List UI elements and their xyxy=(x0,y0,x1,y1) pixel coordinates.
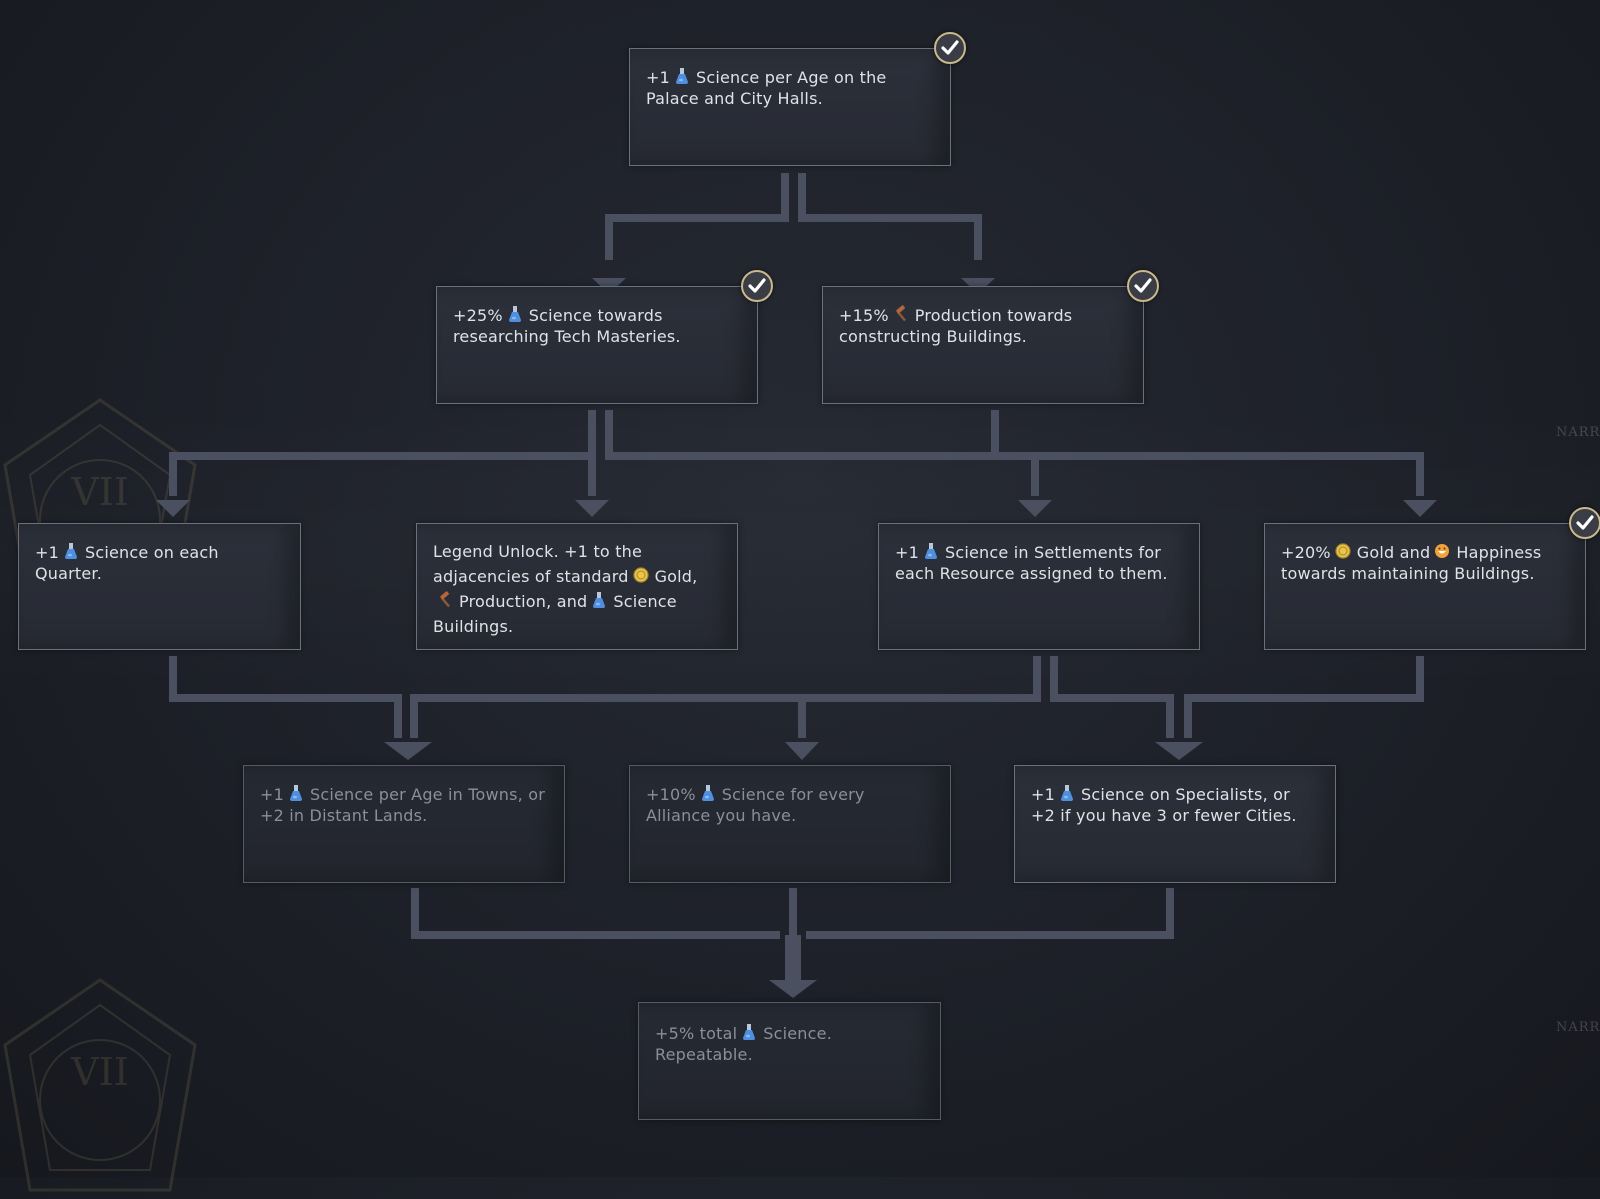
science-icon xyxy=(593,592,606,608)
node-text: Science Buildings. xyxy=(433,592,677,636)
node-text: Science per Age in Towns, or +2 in Dista… xyxy=(260,785,546,825)
svg-text:VII: VII xyxy=(70,470,128,514)
connector-t4c xyxy=(806,888,1174,939)
science-icon xyxy=(290,785,302,801)
completed-check-icon xyxy=(1127,270,1159,302)
science-icon xyxy=(65,543,77,559)
arrowhead xyxy=(769,980,817,998)
connector-t4a xyxy=(411,888,780,939)
completed-check-icon xyxy=(741,270,773,302)
node-text: Science. Repeatable. xyxy=(655,1024,832,1064)
production-icon xyxy=(896,305,906,322)
completed-check-icon xyxy=(1569,507,1600,539)
node-text: +1 xyxy=(260,785,284,804)
watermark-label-top: NARRA xyxy=(1556,425,1600,440)
science-icon xyxy=(925,543,937,559)
science-icon xyxy=(508,306,521,322)
connector-root-left xyxy=(605,173,789,260)
node-tier2-production[interactable]: +15%Production towards constructing Buil… xyxy=(822,270,1159,404)
watermark-label-bottom: NARRA xyxy=(1556,1020,1600,1035)
science-icon xyxy=(676,68,688,84)
node-text: Science on Specialists, or +2 if you hav… xyxy=(1031,785,1297,825)
node-text: +15% xyxy=(839,306,889,325)
science-icon xyxy=(701,785,714,801)
connector-t2a-right xyxy=(605,410,1424,496)
arrowhead xyxy=(156,500,190,517)
node-text: +25% xyxy=(453,306,503,325)
gold-icon xyxy=(632,567,649,583)
node-text: +5% total xyxy=(655,1024,738,1043)
node-tier2-science[interactable]: +25%Science towards researching Tech Mas… xyxy=(436,270,773,404)
svg-text:VII: VII xyxy=(70,1050,128,1094)
arrowhead xyxy=(1403,500,1437,517)
node-text: +1 xyxy=(35,543,59,562)
connector-t3a xyxy=(169,656,402,738)
node-tier4-alliance[interactable]: +10%Science for every Alliance you have. xyxy=(629,765,951,883)
gold-icon xyxy=(1335,543,1351,559)
node-text: Gold and xyxy=(1356,543,1431,562)
node-tier3-legend[interactable]: Legend Unlock. +1 to the adjacencies of … xyxy=(416,523,738,650)
node-text: Science in Settlements for each Resource… xyxy=(895,543,1168,583)
node-text: Science for every Alliance you have. xyxy=(646,785,865,825)
arrowhead xyxy=(1155,742,1203,760)
connector-t3d xyxy=(1184,656,1424,738)
node-text: +1 xyxy=(646,68,670,87)
science-icon xyxy=(1061,785,1073,801)
science-icon xyxy=(743,1024,756,1040)
arrowhead xyxy=(785,742,819,760)
connector-root-right xyxy=(798,173,982,260)
happiness-icon xyxy=(1435,544,1450,558)
arrowhead xyxy=(1018,500,1052,517)
arrowhead xyxy=(384,742,432,760)
completed-check-icon xyxy=(934,32,966,64)
node-text: Production towards constructing Building… xyxy=(839,306,1073,346)
node-text: Science towards researching Tech Masteri… xyxy=(453,306,681,346)
connector-t3c-left xyxy=(410,656,1041,738)
arrowhead xyxy=(575,500,609,517)
node-text: Happiness towards maintaining Buildings. xyxy=(1281,543,1542,583)
node-text: Legend Unlock. +1 to the adjacencies of … xyxy=(433,542,643,586)
node-text: +10% xyxy=(646,785,696,804)
node-text: Science on each Quarter. xyxy=(35,543,219,583)
connector-t2a-left xyxy=(169,410,596,496)
node-text: Gold, xyxy=(654,567,698,586)
connector-t3c-right xyxy=(1050,656,1174,738)
node-text: +1 xyxy=(1031,785,1055,804)
node-text: +1 xyxy=(895,543,919,562)
node-text: +20% xyxy=(1281,543,1331,562)
node-text: Production, and xyxy=(459,592,588,611)
production-icon xyxy=(440,591,450,608)
node-text: Science per Age on the Palace and City H… xyxy=(646,68,887,108)
